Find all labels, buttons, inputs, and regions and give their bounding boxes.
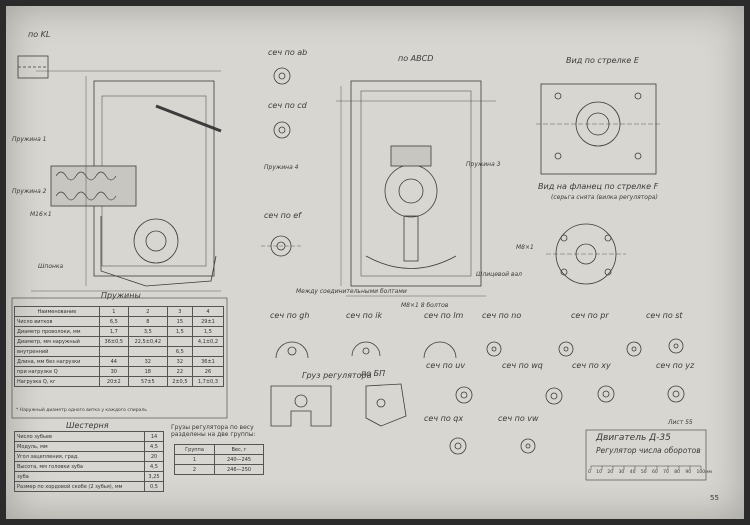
key-label: Шпонка xyxy=(38,263,64,270)
sheet-label: Лист 55 xyxy=(668,419,693,426)
section-bp-title: по БП xyxy=(361,369,386,378)
view-e-title: Вид по стрелке Е xyxy=(566,56,639,65)
section-gh-title: сеч по gh xyxy=(270,311,310,320)
section-cd-title: сеч по cd xyxy=(268,101,307,110)
spring3-label: Пружина 3 xyxy=(466,161,501,168)
drawing-sheet: по KL сеч по ab сеч по cd сеч по ef по A… xyxy=(6,6,744,519)
bolt-note: М8×1 8 болтов xyxy=(401,302,449,309)
section-xy-title: сеч по xy xyxy=(572,361,611,370)
spring1-label: Пружина 1 xyxy=(12,136,47,143)
title-block-frame xyxy=(585,429,707,481)
m16-label: М16×1 xyxy=(30,211,52,218)
spring4-label: Пружина 4 xyxy=(264,164,299,171)
section-ab-title: сеч по ab xyxy=(268,48,308,57)
section-uv-title: сеч по uv xyxy=(426,361,466,370)
section-yz-title: сеч по yz xyxy=(656,361,695,370)
section-wq-title: сеч по wq xyxy=(502,361,543,370)
springs-table-frame xyxy=(11,297,228,419)
weights-title: Груз регулятора xyxy=(302,371,372,380)
technical-drawing xyxy=(11,55,707,481)
table-row: Наименование 1 2 3 4 xyxy=(14,306,225,317)
section-qx-title: сеч по qx xyxy=(424,414,464,423)
section-pr-title: сеч по pr xyxy=(571,311,609,320)
m8-label: М8×1 xyxy=(516,244,534,251)
section-st-title: сеч по st xyxy=(646,311,683,320)
section-no-title: сеч по no xyxy=(482,311,522,320)
view-f-title: Вид на фланец по стрелке F xyxy=(538,182,659,191)
spring2-label: Пружина 2 xyxy=(12,188,47,195)
view-f-subtitle: (серьга снята (вилка регулятора) xyxy=(551,194,658,201)
section-kl-title: по KL xyxy=(28,30,51,39)
shaft-label: Шлицевой вал xyxy=(476,271,522,278)
section-ef-title: сеч по ef xyxy=(264,211,301,220)
gears-title: Шестерня xyxy=(66,421,109,430)
lever xyxy=(155,104,222,133)
springs-table-note: * Наружный диаметр одного витка у каждог… xyxy=(16,408,147,413)
spring-housing xyxy=(50,165,137,207)
section-ik-title: сеч по ik xyxy=(346,311,383,320)
weights-table-caption: Грузы регулятора по весу разделены на дв… xyxy=(171,424,256,438)
abcd-housing xyxy=(350,80,482,287)
section-lm-title: сеч по lm xyxy=(424,311,464,320)
section-abcd-title: по ABCD xyxy=(398,54,434,63)
section-vw-title: сеч по vw xyxy=(498,414,539,423)
scale-bar-labels: 0 10 20 30 40 50 60 70 80 90 100мм xyxy=(588,470,712,475)
springs-table-title: Пружины xyxy=(101,291,141,300)
abcd-bore xyxy=(384,164,438,218)
gear-circle xyxy=(133,218,179,264)
title-block-title: Двигатель Д-35 xyxy=(596,433,671,443)
page-number: 55 xyxy=(710,494,719,502)
table-row: Угол зацепления, град.20 xyxy=(14,451,164,462)
weight-front xyxy=(270,385,332,427)
drive-note: Между соединительными болтами xyxy=(296,288,407,295)
title-block-subtitle: Регулятор числа оборотов xyxy=(596,446,701,455)
weight-side xyxy=(365,383,407,427)
view-e-flange xyxy=(540,83,657,175)
